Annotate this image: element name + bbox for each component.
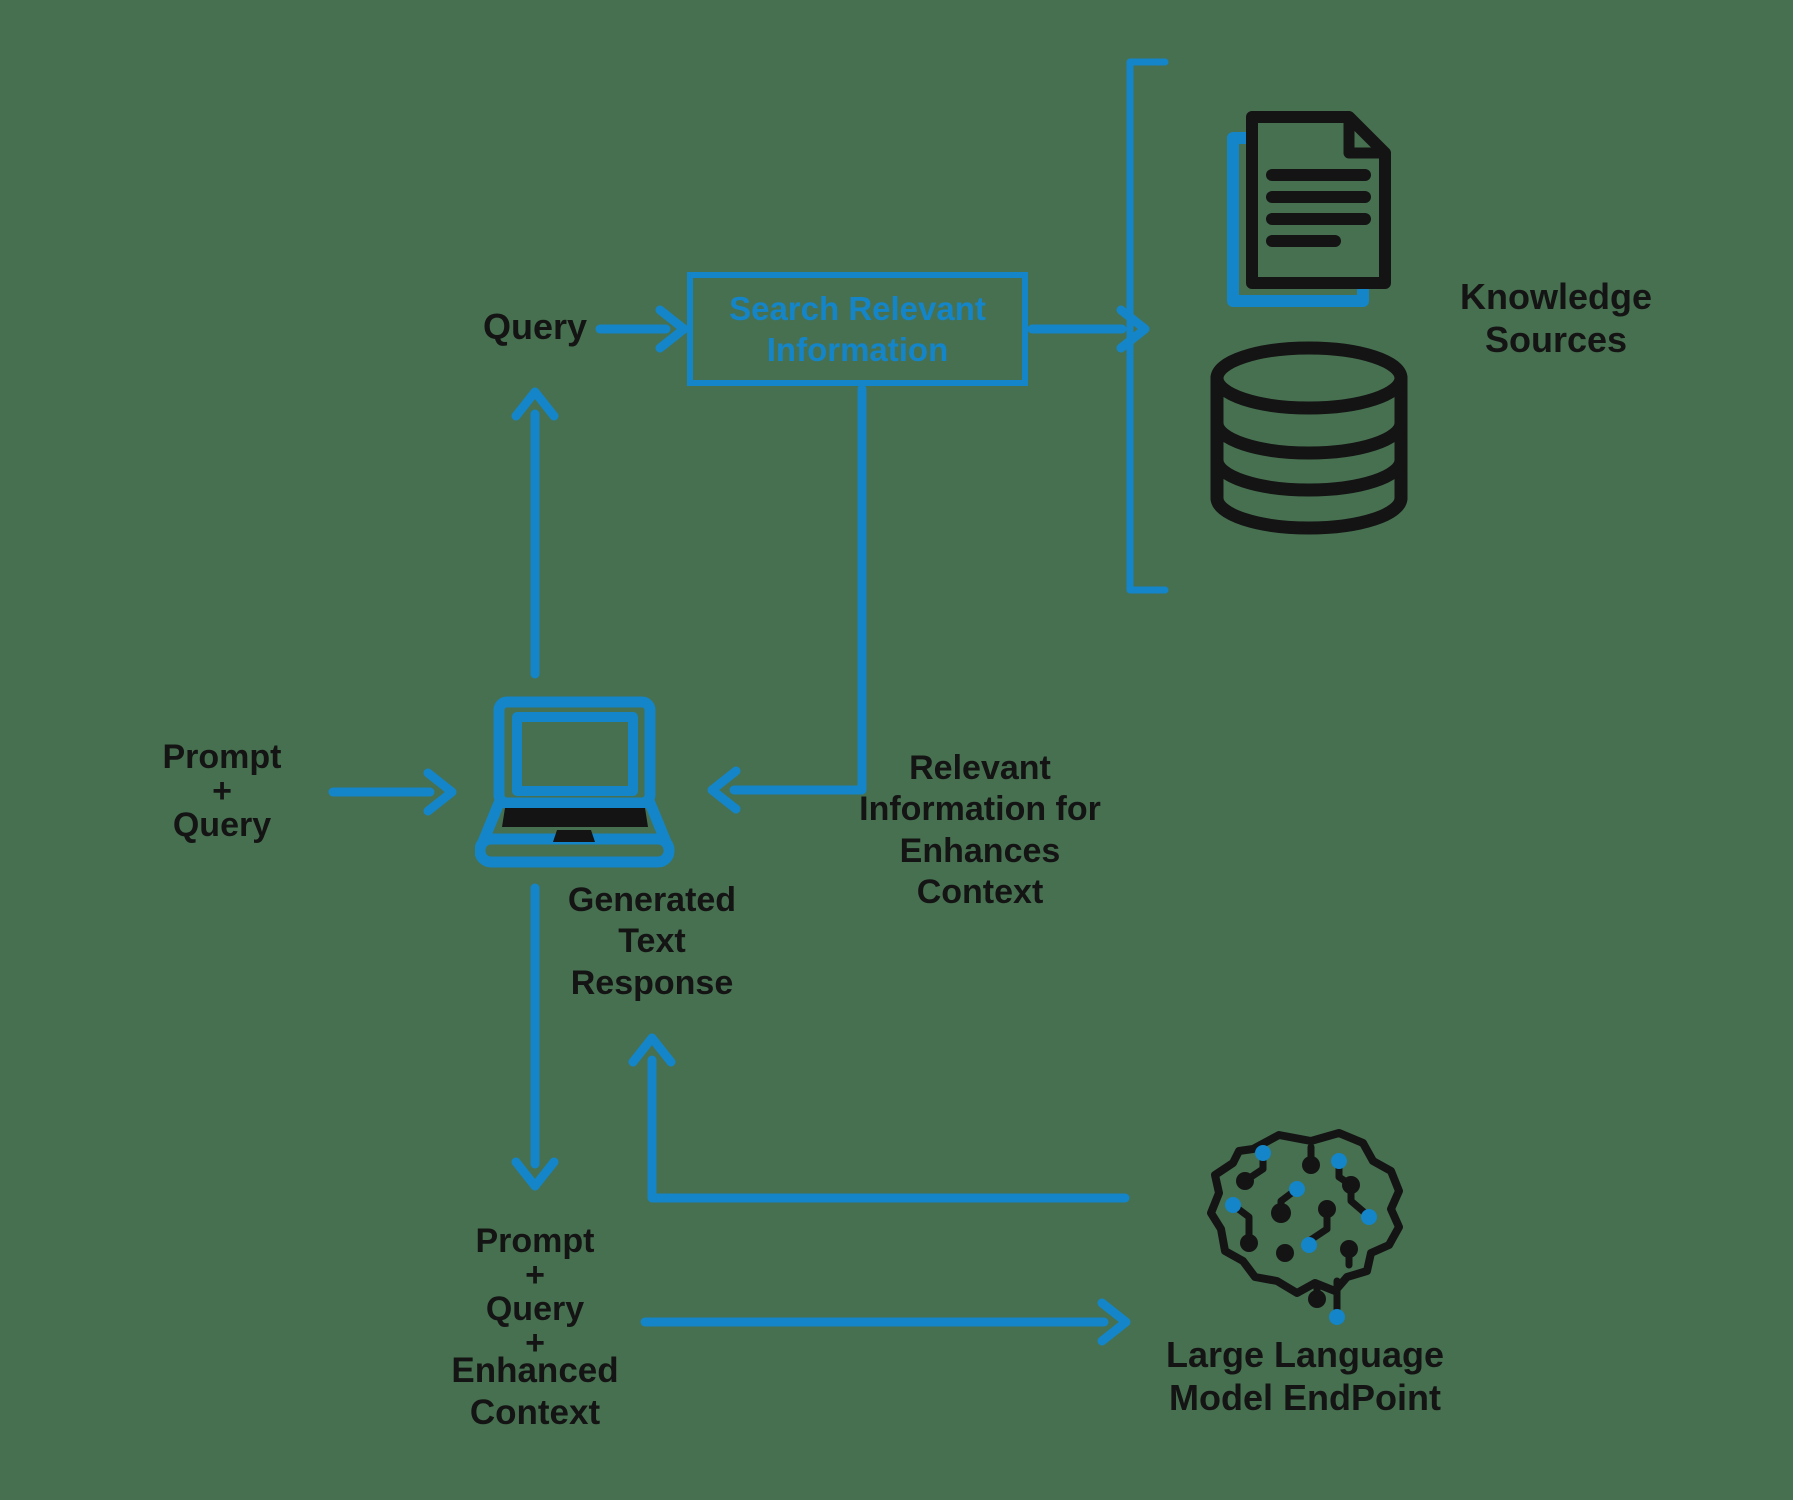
database-icon bbox=[1210, 341, 1408, 535]
generated-response-label: Generated Text Response bbox=[567, 881, 737, 1002]
knowledge-sources-label: Knowledge Sources bbox=[1459, 276, 1653, 361]
search-relevant-information-box: Search Relevant Information bbox=[687, 272, 1028, 386]
enhanced-prompt-bold-label: Enhanced Context bbox=[451, 1351, 619, 1432]
arrow-laptop-to-enhanced-prompt bbox=[511, 883, 559, 1191]
laptop-trackpad bbox=[553, 830, 595, 842]
arrow-enhanced-prompt-to-llm bbox=[640, 1298, 1131, 1346]
prompt-query-label: Prompt + Query bbox=[162, 738, 282, 844]
arrow-prompt-to-laptop bbox=[328, 768, 457, 816]
arrow-query-to-search bbox=[595, 305, 689, 353]
knowledge-bracket bbox=[1126, 58, 1169, 594]
laptop-keyboard bbox=[502, 808, 648, 827]
arrow-laptop-to-query bbox=[511, 387, 559, 679]
query-label: Query bbox=[482, 306, 588, 347]
llm-endpoint-label: Large Language Model EndPoint bbox=[1165, 1334, 1445, 1419]
brain-circuit-icon bbox=[1207, 1129, 1403, 1325]
laptop-icon bbox=[475, 696, 675, 868]
enhanced-prompt-plain-label: Prompt + Query + bbox=[475, 1222, 595, 1362]
relevant-info-label: Relevant Information for Enhances Contex… bbox=[859, 749, 1101, 912]
documents-icon bbox=[1227, 111, 1391, 307]
arrow-llm-to-response bbox=[628, 1033, 1130, 1203]
arrow-relevant-info-to-laptop bbox=[707, 384, 867, 814]
